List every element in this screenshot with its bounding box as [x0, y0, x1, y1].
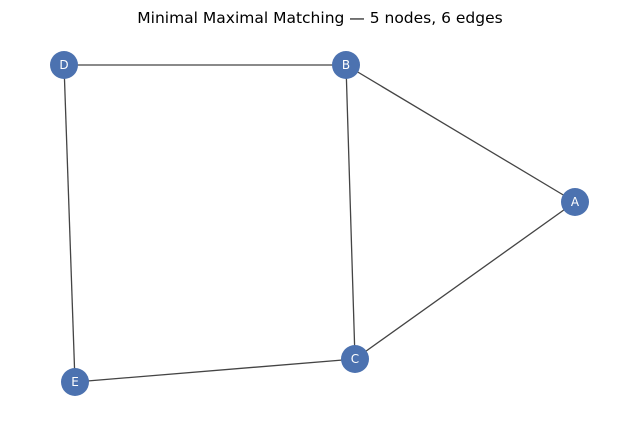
edge-a-c [354, 201, 576, 360]
nodes-layer: A B C D E [50, 51, 589, 396]
node-c: C [341, 345, 369, 373]
node-b: B [332, 51, 360, 79]
node-e: E [61, 368, 89, 396]
node-label: B [342, 58, 350, 72]
node-label: E [71, 375, 79, 389]
edge-d-e [63, 64, 76, 383]
graph-title: Minimal Maximal Matching — 5 nodes, 6 ed… [137, 9, 502, 27]
edge-b-c [345, 64, 356, 360]
node-circle [341, 345, 369, 373]
edges-layer [63, 64, 576, 383]
node-circle [50, 51, 78, 79]
node-label: C [351, 352, 359, 366]
node-label: A [571, 195, 580, 209]
node-a: A [561, 188, 589, 216]
node-circle [561, 188, 589, 216]
node-circle [332, 51, 360, 79]
node-label: D [59, 58, 68, 72]
edge-e-c [74, 358, 356, 383]
edge-b-a [345, 64, 576, 203]
node-d: D [50, 51, 78, 79]
node-circle [61, 368, 89, 396]
